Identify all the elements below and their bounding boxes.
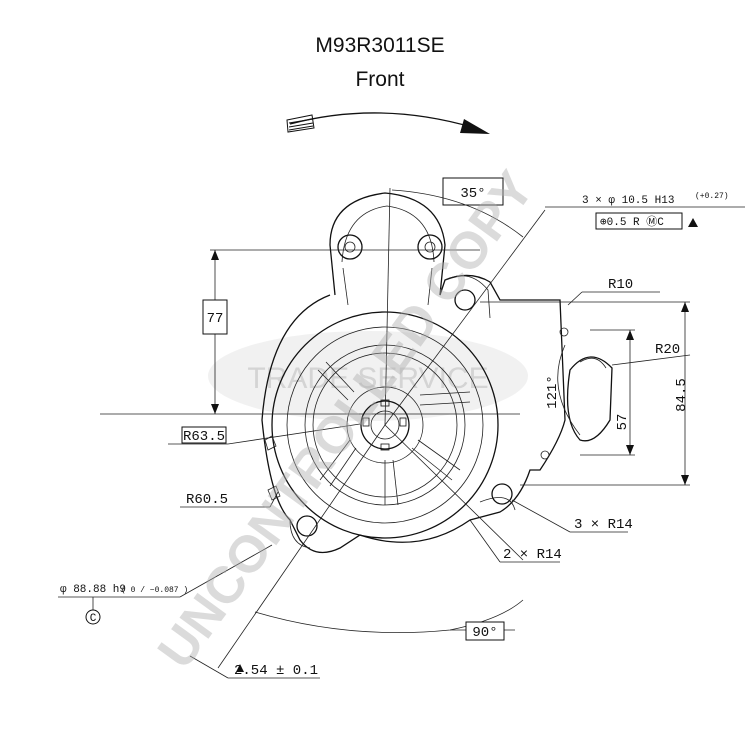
svg-text:R20: R20 bbox=[655, 342, 680, 358]
offset-dimension: 2.54 ± 0.1 bbox=[189, 655, 320, 679]
starter-housing bbox=[261, 192, 613, 554]
view-label: Front bbox=[355, 68, 404, 91]
svg-text:3 × R14: 3 × R14 bbox=[574, 517, 633, 533]
svg-text:R10: R10 bbox=[608, 277, 633, 293]
svg-text:77: 77 bbox=[207, 311, 224, 327]
height-84-5-dimension: 84.5 bbox=[674, 302, 690, 485]
svg-text:( 0 / −0.087 ): ( 0 / −0.087 ) bbox=[121, 586, 188, 595]
svg-text:90°: 90° bbox=[472, 625, 497, 641]
svg-text:84.5: 84.5 bbox=[674, 378, 690, 412]
solenoid-terminals bbox=[337, 234, 443, 260]
svg-text:57: 57 bbox=[615, 414, 631, 431]
construction-lines bbox=[100, 187, 690, 669]
svg-text:R63.5: R63.5 bbox=[183, 429, 225, 445]
svg-text:35°: 35° bbox=[460, 186, 485, 202]
svg-text:(+0.27): (+0.27) bbox=[695, 192, 729, 201]
angle-35-dimension: 35° bbox=[391, 177, 524, 238]
svg-text:φ 88.88 h9: φ 88.88 h9 bbox=[60, 584, 126, 596]
height-77-dimension: 77 bbox=[202, 250, 228, 414]
r14-three-dimension: 3 × R14 bbox=[511, 499, 633, 533]
r63-5-dimension: R63.5 bbox=[168, 423, 361, 445]
svg-text:2 × R14: 2 × R14 bbox=[503, 547, 562, 563]
hole-spec-callout: 3 × φ 10.5 H13 (+0.27) ⊕0.5 R ⓂC bbox=[545, 192, 745, 230]
svg-text:2.54 ± 0.1: 2.54 ± 0.1 bbox=[234, 663, 318, 679]
svg-text:R60.5: R60.5 bbox=[186, 492, 228, 508]
r14-two-dimension: 2 × R14 bbox=[469, 519, 562, 563]
svg-text:⊕0.5 R ⓂC: ⊕0.5 R ⓂC bbox=[600, 215, 664, 229]
pilot-diameter-callout: φ 88.88 h9 ( 0 / −0.087 ) C bbox=[58, 544, 273, 625]
angle-90-dimension: 90° bbox=[254, 599, 524, 641]
height-57-dimension: 57 bbox=[615, 330, 634, 455]
svg-text:121°: 121° bbox=[545, 375, 561, 409]
trade-service-watermark: TRADE SERVICE bbox=[208, 331, 528, 421]
r60-5-dimension: R60.5 bbox=[180, 491, 279, 508]
mounting-holes bbox=[296, 289, 513, 537]
r10-dimension: R10 bbox=[567, 277, 660, 306]
svg-text:C: C bbox=[90, 613, 97, 625]
angle-121-dimension: 121° bbox=[545, 344, 581, 436]
svg-text:3 × φ 10.5 H13: 3 × φ 10.5 H13 bbox=[582, 195, 674, 207]
r20-dimension: R20 bbox=[611, 342, 691, 366]
rotation-direction-arrow bbox=[286, 112, 490, 134]
model-number: M93R3011SE bbox=[315, 34, 444, 57]
